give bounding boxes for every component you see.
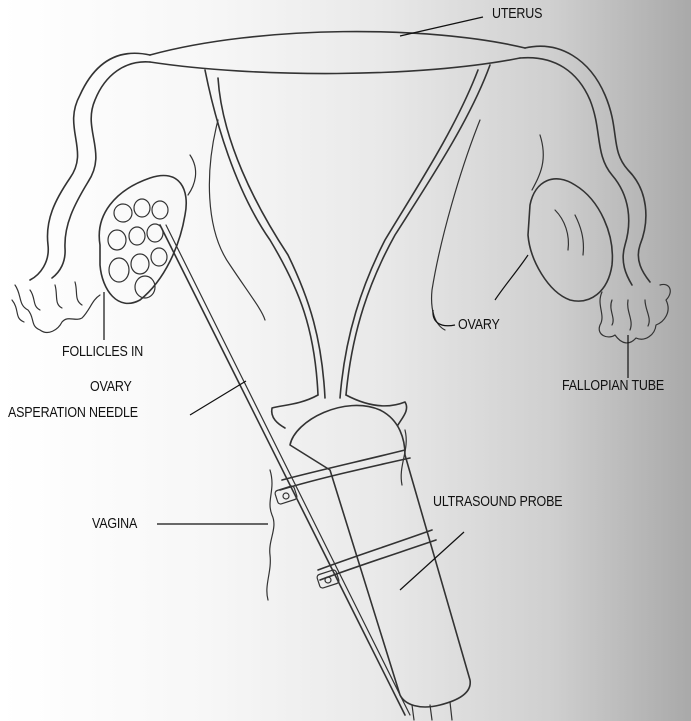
aspiration-needle xyxy=(160,225,410,715)
ligament-lines xyxy=(209,120,480,330)
asperation-needle-label: ASPERATION NEEDLE xyxy=(8,405,138,421)
follicles-label-line1: FOLLICLES IN xyxy=(62,344,143,360)
ovary-label: OVARY xyxy=(458,317,500,333)
cervix-and-vagina xyxy=(267,395,407,600)
right-ovary xyxy=(528,135,612,301)
ovarian-follicles xyxy=(108,199,168,298)
uterus-shape xyxy=(150,32,525,398)
vagina-label: VAGINA xyxy=(92,516,137,532)
left-fallopian-tube xyxy=(12,53,150,332)
ultrasound-probe xyxy=(274,405,470,720)
follicles-label-line2: OVARY xyxy=(90,379,132,395)
ultrasound-probe-label: ULTRASOUND PROBE xyxy=(433,494,562,510)
right-fallopian-tube xyxy=(520,46,670,343)
uterus-label: UTERUS xyxy=(492,6,542,22)
fallopian-tube-label: FALLOPIAN TUBE xyxy=(562,378,664,394)
